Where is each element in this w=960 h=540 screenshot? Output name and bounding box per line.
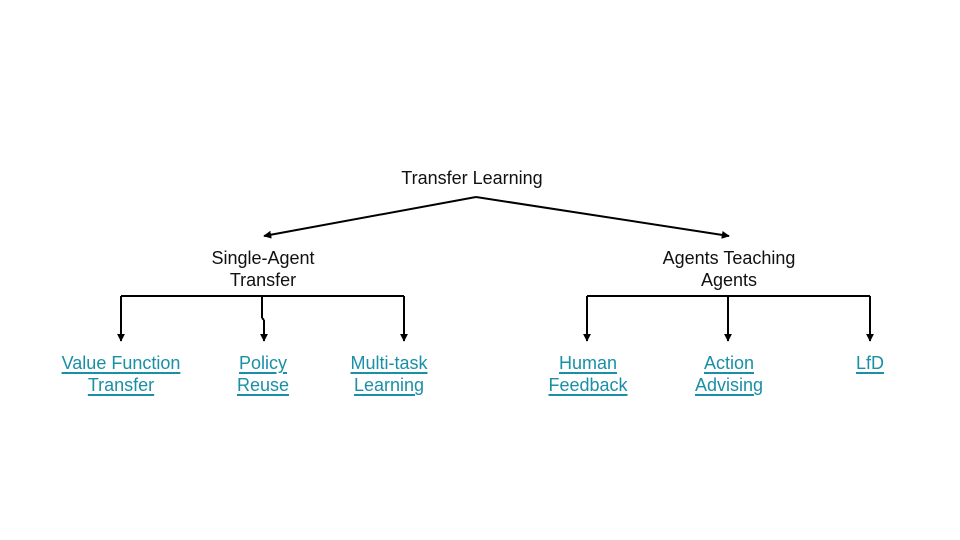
bracket-agents-teaching xyxy=(583,295,874,342)
link-multi-task-learning[interactable]: Multi-task Learning xyxy=(350,352,427,396)
link-label-line1[interactable]: Value Function xyxy=(61,353,181,373)
link-label-line1[interactable]: LfD xyxy=(855,353,885,373)
link-value-function-transfer[interactable]: Value Function Transfer xyxy=(62,352,181,396)
link-label-line2[interactable]: Advising xyxy=(694,375,764,395)
node-single-agent-transfer: Single-Agent Transfer xyxy=(211,247,314,291)
link-label-line2[interactable]: Learning xyxy=(353,375,425,395)
node-label-line1: Single-Agent xyxy=(211,248,315,268)
node-transfer-learning: Transfer Learning xyxy=(401,167,542,189)
link-lfd[interactable]: LfD xyxy=(856,352,884,374)
link-label-line1[interactable]: Policy xyxy=(238,353,287,373)
node-agents-teaching-agents: Agents Teaching Agents xyxy=(663,247,796,291)
link-human-feedback[interactable]: Human Feedback xyxy=(548,352,627,396)
edge-root-to-agents-teaching xyxy=(475,196,730,239)
node-label-line1: Agents Teaching xyxy=(662,248,796,268)
link-label-line2[interactable]: Transfer xyxy=(87,375,155,395)
node-label: Transfer Learning xyxy=(401,168,543,188)
node-label-line2: Agents xyxy=(700,270,758,290)
bracket-single-agent xyxy=(117,295,408,342)
link-label-line1[interactable]: Action xyxy=(703,353,755,373)
link-label-line1[interactable]: Human xyxy=(558,353,618,373)
edge-root-to-single-agent xyxy=(263,196,477,239)
link-label-line1[interactable]: Multi-task xyxy=(350,353,428,373)
link-policy-reuse[interactable]: Policy Reuse xyxy=(237,352,289,396)
link-label-line2[interactable]: Reuse xyxy=(236,375,290,395)
link-label-line2[interactable]: Feedback xyxy=(548,375,628,395)
link-action-advising[interactable]: Action Advising xyxy=(695,352,763,396)
node-label-line2: Transfer xyxy=(229,270,297,290)
